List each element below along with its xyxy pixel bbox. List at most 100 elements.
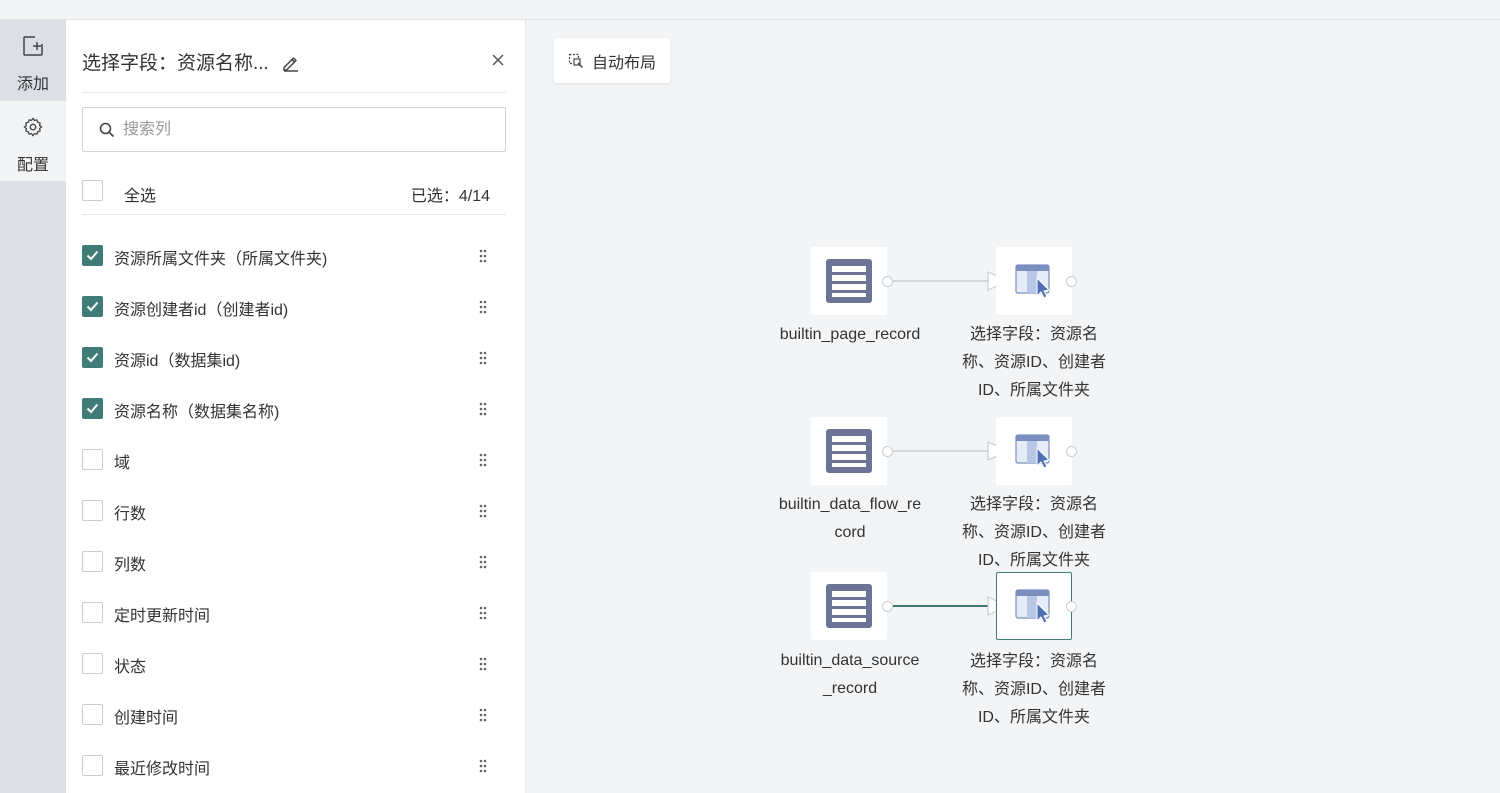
field-label: 定时更新时间	[114, 608, 211, 625]
field-row[interactable]: 资源创建者id（创建者id)	[82, 295, 506, 319]
source-node[interactable]	[811, 247, 887, 315]
field-label: 域	[114, 455, 131, 472]
field-checkbox[interactable]	[82, 245, 103, 266]
field-row[interactable]: 最近修改时间	[82, 754, 506, 778]
config-button[interactable]: 配置	[0, 101, 66, 181]
drag-handle-icon[interactable]	[479, 759, 487, 773]
label-line: builtin_data_flow_re	[778, 496, 922, 513]
label-line: builtin_page_record	[779, 326, 921, 343]
check-icon	[86, 301, 99, 312]
label-line: ID、所属文件夹	[977, 709, 1090, 726]
label-line: 选择字段：资源名	[969, 326, 1098, 343]
drag-handle-icon[interactable]	[479, 351, 487, 365]
output-port[interactable]	[882, 601, 893, 612]
select-all-label: 全选	[124, 188, 157, 205]
field-checkbox[interactable]	[82, 449, 103, 470]
drag-handle-icon[interactable]	[479, 300, 487, 314]
label-line: ID、所属文件夹	[977, 382, 1090, 399]
check-icon	[86, 250, 99, 261]
panel-title-text: 选择字段：资源名称...	[82, 53, 269, 74]
output-port[interactable]	[882, 276, 893, 287]
search-box[interactable]	[82, 107, 506, 152]
drag-handle-icon[interactable]	[479, 402, 487, 416]
field-checkbox[interactable]	[82, 500, 103, 521]
source-node[interactable]	[811, 417, 887, 485]
label-line: 称、资源ID、创建者	[961, 354, 1106, 371]
left-rail: 添加 配置	[0, 20, 66, 793]
field-label: 资源所属文件夹（所属文件夹)	[114, 251, 328, 268]
search-icon	[99, 122, 115, 137]
top-bar	[0, 0, 1500, 20]
output-port[interactable]	[882, 446, 893, 457]
label-line: _record	[822, 680, 878, 697]
field-row[interactable]: 资源id（数据集id)	[82, 346, 506, 370]
field-checkbox[interactable]	[82, 704, 103, 725]
auto-layout-icon	[568, 53, 583, 68]
label-line: 称、资源ID、创建者	[961, 524, 1106, 541]
field-checkbox[interactable]	[82, 653, 103, 674]
label-line: builtin_data_source	[780, 652, 920, 669]
check-icon	[86, 403, 99, 414]
field-checkbox[interactable]	[82, 347, 103, 368]
field-row[interactable]: 定时更新时间	[82, 601, 506, 625]
field-row[interactable]: 域	[82, 448, 506, 472]
label-line: 选择字段：资源名	[969, 496, 1098, 513]
add-node-icon	[21, 34, 45, 58]
config-label: 配置	[16, 157, 49, 174]
drag-handle-icon[interactable]	[479, 708, 487, 722]
drag-handle-icon[interactable]	[479, 453, 487, 467]
select-fields-icon	[1015, 434, 1051, 468]
field-label: 列数	[114, 557, 147, 574]
output-port[interactable]	[1066, 446, 1077, 457]
auto-layout-label: 自动布局	[592, 54, 657, 72]
field-label: 行数	[114, 506, 147, 523]
gear-icon	[21, 115, 45, 139]
edit-icon[interactable]	[281, 52, 301, 72]
drag-handle-icon[interactable]	[479, 504, 487, 518]
flow-canvas[interactable]: 自动布局 builtin_page_record 选择字段：资源名 称、资源ID…	[526, 20, 1500, 793]
field-label: 资源创建者id（创建者id)	[114, 302, 289, 319]
output-port[interactable]	[1066, 276, 1077, 287]
field-row[interactable]: 列数	[82, 550, 506, 574]
field-row[interactable]: 状态	[82, 652, 506, 676]
config-panel: 选择字段：资源名称... 全选 已选：4/14 资源所属文件夹（所属文件夹) 资…	[66, 20, 526, 793]
select-all-checkbox[interactable]	[82, 180, 103, 201]
select-fields-node[interactable]	[996, 417, 1072, 485]
drag-handle-icon[interactable]	[479, 657, 487, 671]
select-fields-node-label: 选择字段：资源名 称、资源ID、创建者 ID、所属文件夹	[934, 491, 1134, 575]
field-row[interactable]: 资源所属文件夹（所属文件夹)	[82, 244, 506, 268]
field-checkbox[interactable]	[82, 602, 103, 623]
table-icon	[826, 429, 872, 473]
add-button[interactable]: 添加	[0, 20, 66, 100]
table-icon	[826, 259, 872, 303]
drag-handle-icon[interactable]	[479, 249, 487, 263]
field-label: 创建时间	[114, 710, 179, 727]
field-checkbox[interactable]	[82, 755, 103, 776]
field-row[interactable]: 资源名称（数据集名称)	[82, 397, 506, 421]
drag-handle-icon[interactable]	[479, 555, 487, 569]
panel-title: 选择字段：资源名称...	[82, 48, 301, 75]
auto-layout-button[interactable]: 自动布局	[554, 38, 670, 83]
select-fields-node-selected[interactable]	[996, 572, 1072, 640]
divider	[82, 214, 506, 215]
field-label: 状态	[114, 659, 147, 676]
source-node[interactable]	[811, 572, 887, 640]
output-port[interactable]	[1066, 601, 1077, 612]
field-row[interactable]: 创建时间	[82, 703, 506, 727]
field-checkbox[interactable]	[82, 398, 103, 419]
close-icon[interactable]	[490, 52, 506, 68]
table-icon	[826, 584, 872, 628]
search-input[interactable]	[121, 119, 485, 140]
field-label: 资源名称（数据集名称)	[114, 404, 280, 421]
field-checkbox[interactable]	[82, 296, 103, 317]
select-fields-node[interactable]	[996, 247, 1072, 315]
field-label: 最近修改时间	[114, 761, 211, 778]
field-checkbox[interactable]	[82, 551, 103, 572]
divider	[82, 92, 506, 93]
select-fields-node-label: 选择字段：资源名 称、资源ID、创建者 ID、所属文件夹	[934, 321, 1134, 405]
drag-handle-icon[interactable]	[479, 606, 487, 620]
label-line: 选择字段：资源名	[969, 653, 1098, 670]
field-row[interactable]: 行数	[82, 499, 506, 523]
label-line: ID、所属文件夹	[977, 552, 1090, 569]
label-line: 称、资源ID、创建者	[961, 681, 1106, 698]
